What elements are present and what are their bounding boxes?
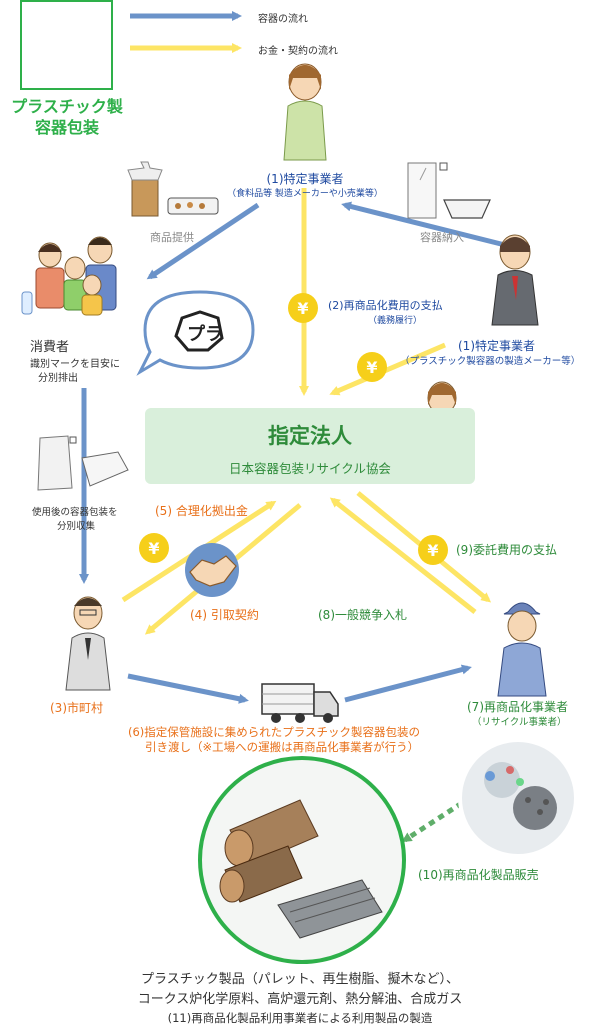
speech-bubble: プラ xyxy=(136,290,255,376)
legend-title: プラスチック製 容器包装 xyxy=(2,96,132,138)
rationalization-label: (5) 合理化拠出金 xyxy=(155,504,248,518)
recycled-pellets xyxy=(458,738,578,858)
municipality-title: (3)市町村 xyxy=(50,701,103,715)
handover-line1: (6)指定保管施設に集められたプラスチック製容器包装の xyxy=(128,725,421,739)
business-person-woman xyxy=(283,63,327,161)
separate-collection-2: 分別収集 xyxy=(57,521,96,532)
consumer-sub2: 分別排出 xyxy=(38,373,78,384)
final-products-line1: プラスチック製品（パレット、再生樹脂、擬木など）、 xyxy=(141,972,459,987)
product-sale-label: (10)再商品化製品販売 xyxy=(418,868,539,882)
handshake-icon xyxy=(185,543,239,597)
svg-text:プラ: プラ xyxy=(187,323,223,345)
handover-line2: 引き渡し（※工場への運搬は再商品化事業者が行う） xyxy=(145,740,420,754)
container-deliver-label: 容器納入 xyxy=(420,231,464,244)
specified-business-1-sub: （食料品等 製造メーカーや小売業等） xyxy=(227,189,383,199)
legend-box xyxy=(20,0,113,90)
yen-icon-1: ¥ xyxy=(288,293,318,323)
final-products xyxy=(198,756,406,964)
municipality-person xyxy=(65,596,111,691)
final-products-line2: コークス炉化学原料、高炉還元剤、熱分解油、合成ガス xyxy=(137,992,463,1007)
used-packaging-illustration xyxy=(37,435,129,491)
designated-corp-box: 指定法人 日本容器包装リサイクル協会 xyxy=(145,408,475,484)
recycling-fee-sub: （義務履行） xyxy=(368,316,423,326)
family-consumers xyxy=(21,236,117,316)
product-provide-label: 商品提供 xyxy=(150,231,194,244)
flow-municipality-to-truck xyxy=(127,673,249,704)
svg-text:¥: ¥ xyxy=(366,358,377,377)
recycle-mark-icon: プラ xyxy=(174,310,224,352)
container-illustration xyxy=(407,162,491,219)
specified-business-2-sub: （プラスチック製容器の製造メーカー等） xyxy=(400,356,581,367)
legend-container-flow: 容器の流れ xyxy=(258,14,308,25)
truck-icon xyxy=(261,683,339,723)
flow-product-to-consumer xyxy=(146,202,260,280)
business-person-man xyxy=(491,234,539,326)
flow-bidding xyxy=(329,497,477,614)
final-products-line3: (11)再商品化製品利用事業者による利用製品の製造 xyxy=(167,1011,433,1025)
legend-title-line2: 容器包装 xyxy=(34,118,99,137)
svg-text:¥: ¥ xyxy=(427,541,438,560)
flow-business2-fee xyxy=(329,342,446,396)
designated-corp-sub: 日本容器包装リサイクル協会 xyxy=(229,461,391,476)
recycler-title: (7)再商品化事業者 xyxy=(467,700,568,714)
pickup-contract-label: (4) 引取契約 xyxy=(190,608,259,622)
yen-icon-2: ¥ xyxy=(357,352,387,382)
product-illustration xyxy=(127,161,219,217)
svg-text:¥: ¥ xyxy=(297,299,308,318)
specified-business-2-title: (1)特定事業者 xyxy=(458,339,535,353)
yen-icon-4: ¥ xyxy=(418,535,448,565)
separate-collection-1: 使用後の容器包装を xyxy=(32,507,118,518)
recycling-fee-label: (2)再商品化費用の支払 xyxy=(328,299,443,312)
specified-business-1-title: (1)特定事業者 xyxy=(266,172,344,186)
designated-corp-name: 指定法人 xyxy=(268,424,352,448)
svg-text:¥: ¥ xyxy=(148,539,159,558)
legend-money-flow: お金・契約の流れ xyxy=(258,46,338,57)
flow-product-sale xyxy=(401,800,464,843)
consumer-sub1: 識別マークを目安に xyxy=(30,359,120,370)
consumer-title: 消費者 xyxy=(30,340,70,355)
legend-title-line1: プラスチック製 xyxy=(11,97,123,116)
consignment-fee-label: (9)委託費用の支払 xyxy=(456,543,557,557)
flow-truck-to-recycler xyxy=(344,664,472,703)
flow-container-to-business xyxy=(341,201,506,248)
bidding-label: (8)一般競争入札 xyxy=(318,608,407,622)
recycler-person xyxy=(497,602,547,697)
recycler-sub: （リサイクル事業者） xyxy=(472,717,567,728)
yen-icon-3: ¥ xyxy=(139,533,169,563)
